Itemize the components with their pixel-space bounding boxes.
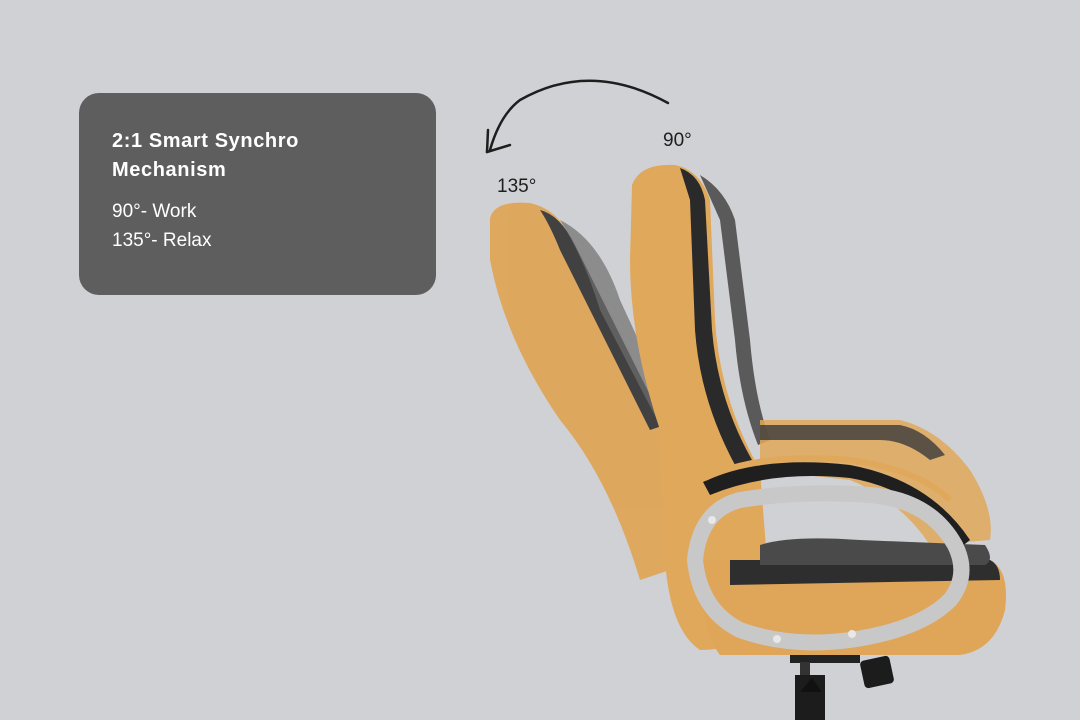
chair-base <box>790 655 894 720</box>
armrest <box>687 455 970 651</box>
feature-line-relax: 135°- Relax <box>112 230 212 251</box>
feature-info-card: 2:1 Smart Synchro Mechanism 90°- Work 13… <box>79 93 436 295</box>
curved-arrow-icon <box>485 79 670 154</box>
angle-label-upright: 90° <box>663 130 692 151</box>
angle-label-reclined: 135° <box>497 176 537 197</box>
upright-backrest <box>630 164 770 651</box>
feature-line-work: 90°- Work <box>112 201 197 222</box>
feature-title: 2:1 Smart Synchro Mechanism <box>112 130 299 181</box>
